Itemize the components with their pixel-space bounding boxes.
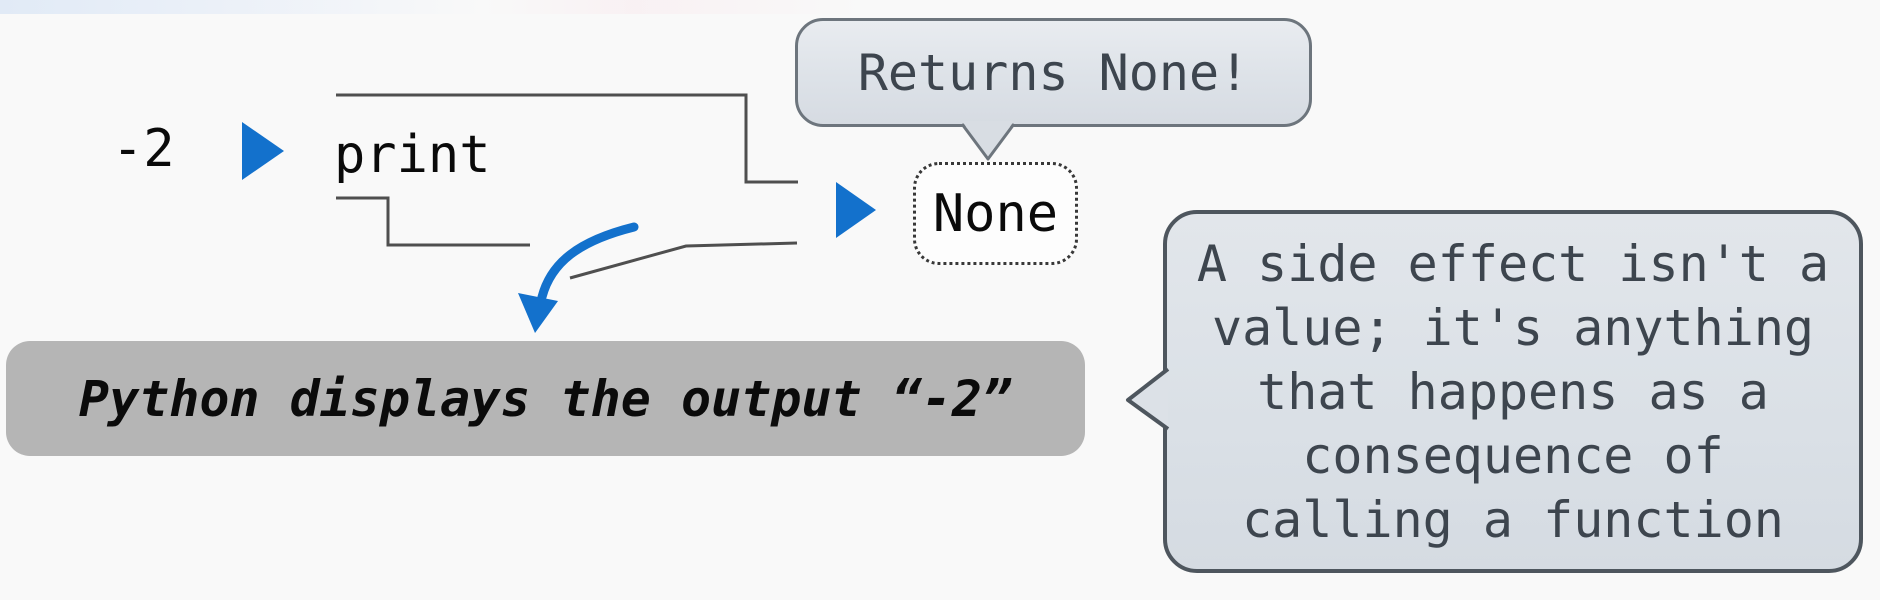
output-arrowhead-icon bbox=[518, 293, 558, 333]
output-arrow-icon bbox=[537, 222, 639, 302]
operator-text: print bbox=[334, 125, 491, 185]
output-box: Python displays the output “-2” bbox=[6, 341, 1085, 456]
side-effect-path-line-segment bbox=[569, 241, 798, 280]
result-arrow-icon bbox=[836, 182, 876, 238]
side-effect-bubble-tail bbox=[1128, 369, 1168, 429]
side-effect-path-line bbox=[336, 196, 530, 247]
side-effect-bubble: A side effect isn't a value; it's anythi… bbox=[1163, 210, 1863, 573]
top-edge-artifact bbox=[0, 0, 1150, 14]
none-value-box: None bbox=[913, 162, 1078, 265]
output-box-text: Python displays the output “-2” bbox=[78, 369, 1013, 428]
returns-bubble: Returns None! bbox=[795, 18, 1312, 127]
operand-text: -2 bbox=[112, 119, 175, 179]
returns-bubble-tail-border bbox=[960, 123, 1016, 161]
returns-bubble-text: Returns None! bbox=[857, 43, 1250, 102]
side-effect-bubble-text: A side effect isn't a value; it's anythi… bbox=[1196, 234, 1830, 549]
side-effect-bubble-tail-border bbox=[1126, 367, 1170, 431]
none-value-text: None bbox=[932, 183, 1059, 244]
eval-arrow-icon bbox=[242, 122, 284, 180]
